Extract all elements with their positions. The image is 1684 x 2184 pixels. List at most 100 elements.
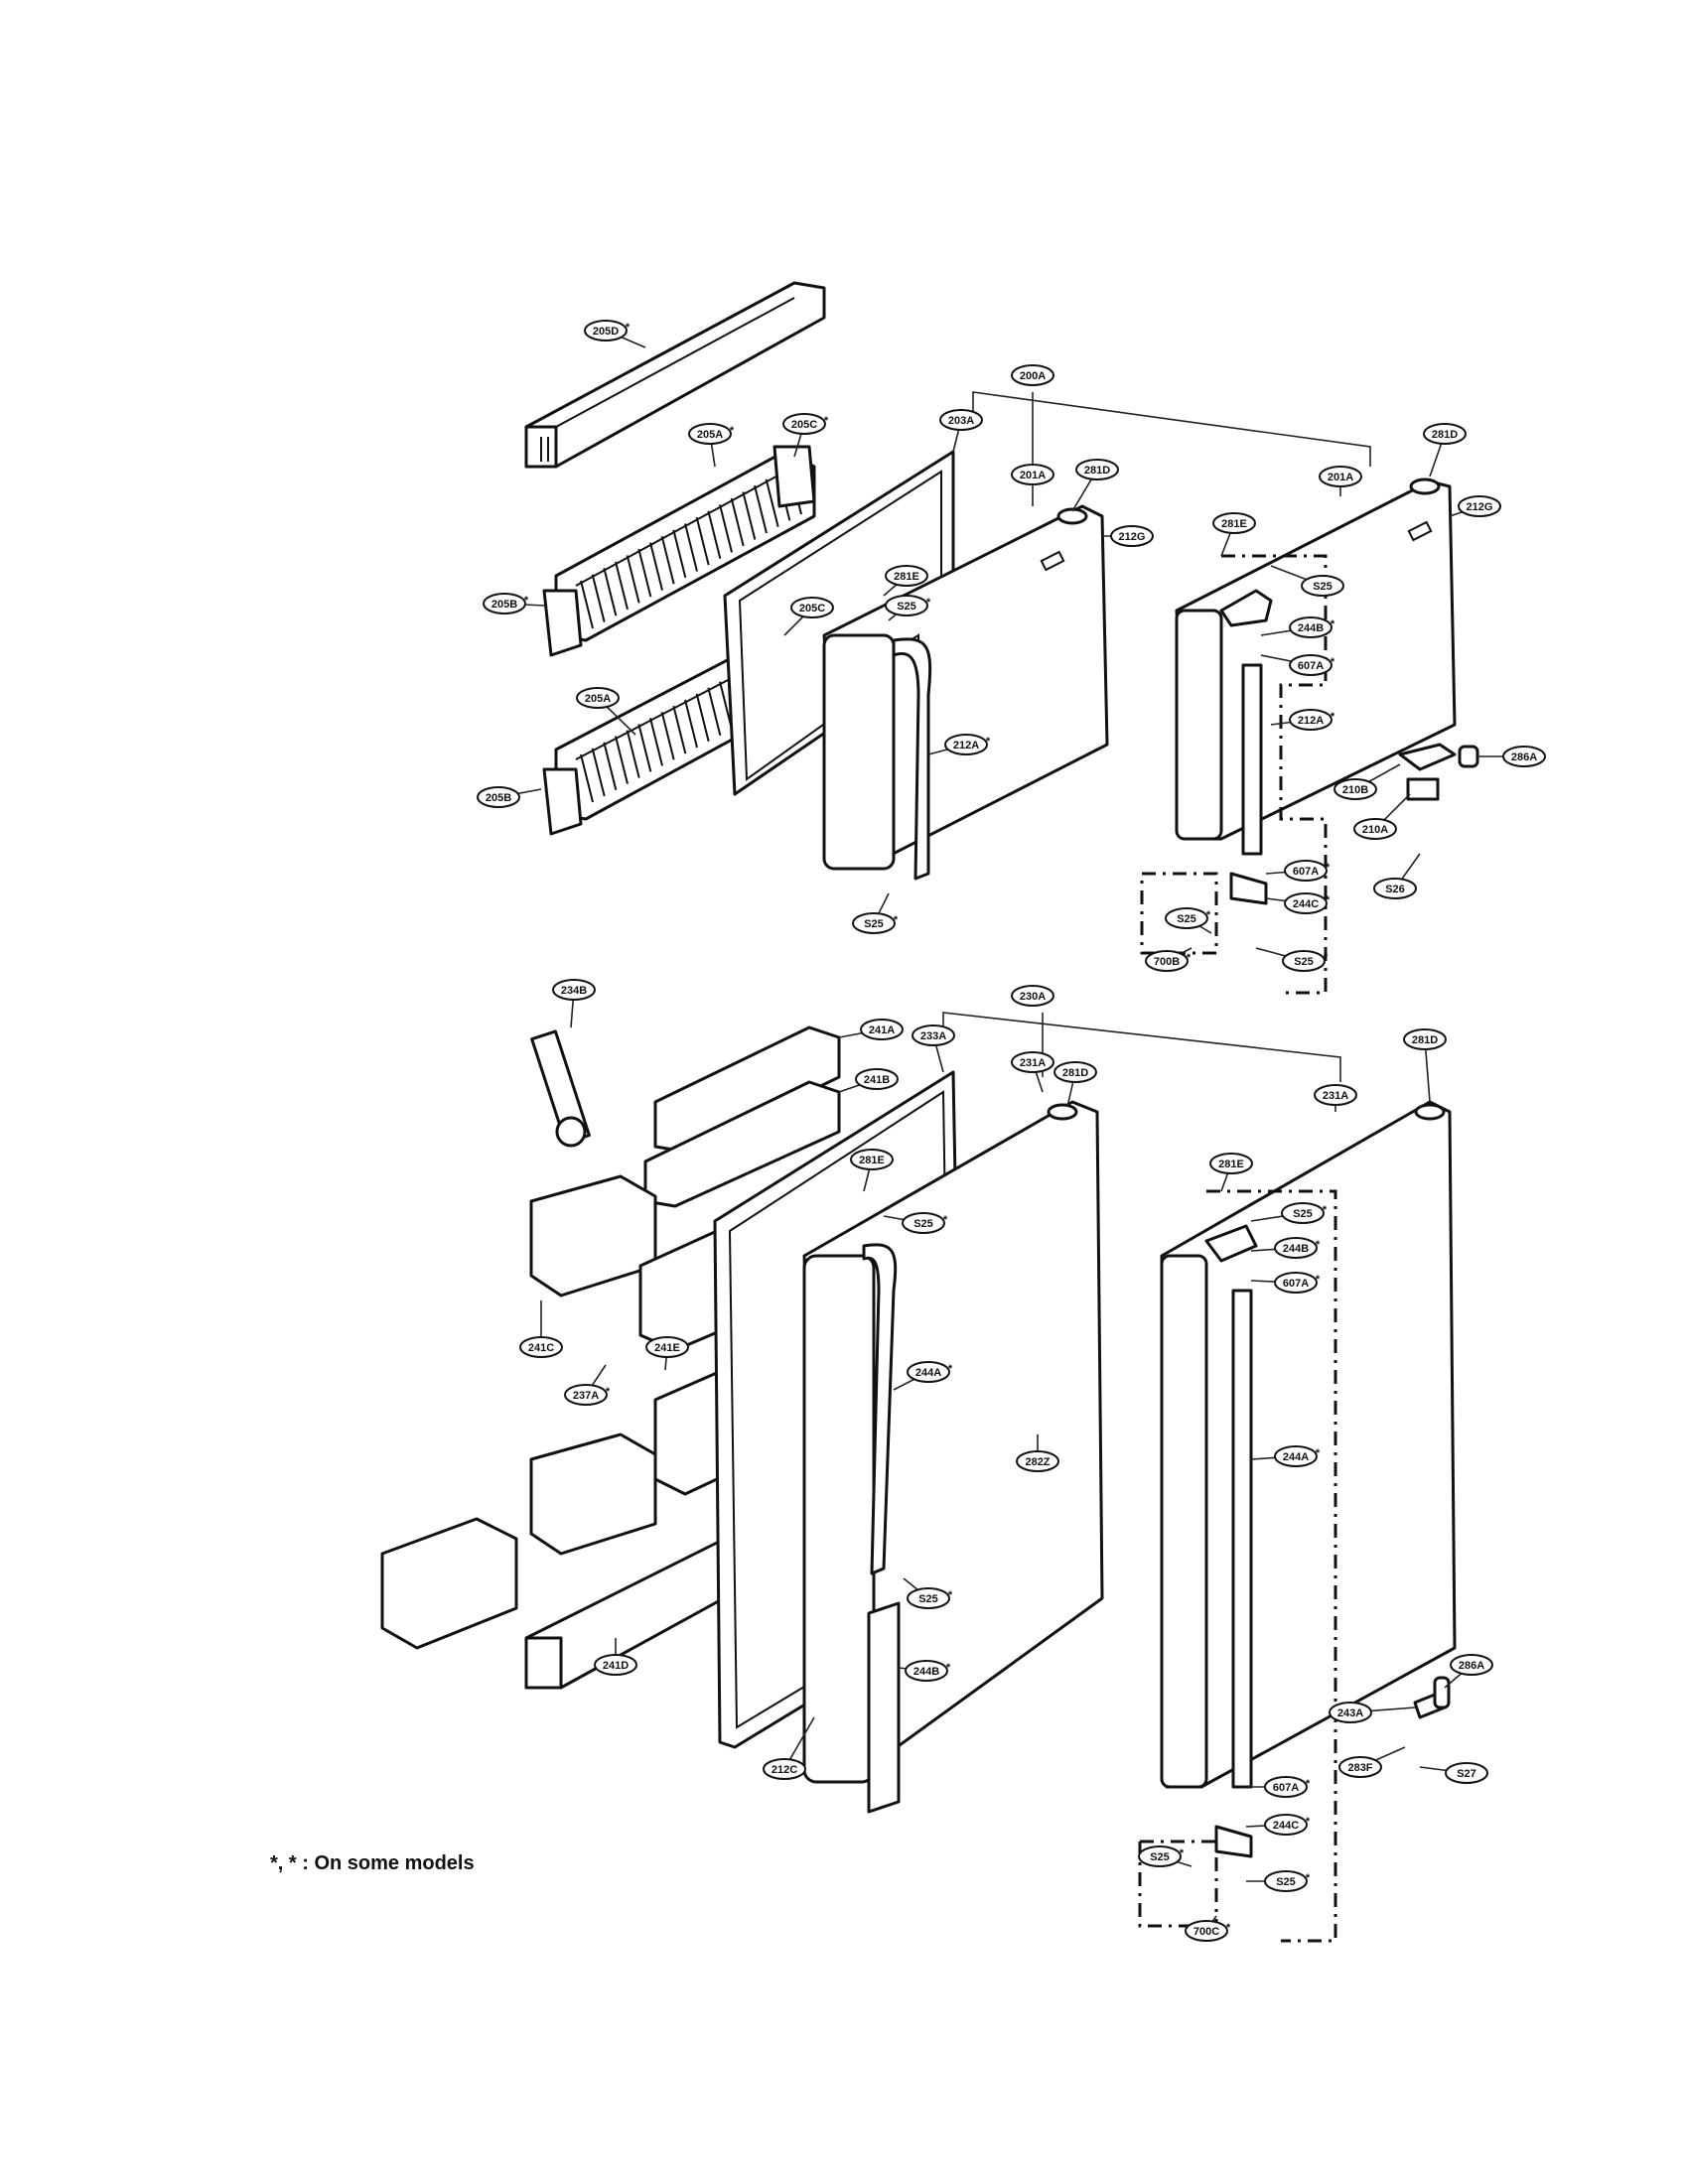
callout-212g-1: 212G xyxy=(1102,525,1154,547)
callout-700c: 700C* xyxy=(1185,1915,1231,1942)
callout-bubble xyxy=(1284,892,1328,914)
callout-text: 201A xyxy=(1328,472,1353,483)
asterisk-mark: * xyxy=(1187,952,1192,964)
asterisk-mark: * xyxy=(824,415,829,427)
callout-bubble xyxy=(852,912,896,934)
callout-281d-3: 281D xyxy=(1053,1061,1097,1108)
callout-bubble xyxy=(907,1587,950,1609)
callout-text: 244A xyxy=(915,1367,941,1379)
callout-205a-2: 205A xyxy=(576,687,636,736)
callout-bubble xyxy=(594,1654,637,1676)
callout-text: 286A xyxy=(1459,1660,1484,1672)
callout-bubble xyxy=(1314,1084,1357,1106)
dashed-group-lower-right xyxy=(1206,1189,1337,1943)
callout-text: 212A xyxy=(1298,715,1324,727)
callout-bubble xyxy=(782,413,826,435)
callout-bubble xyxy=(860,1019,904,1040)
callout-text: 241E xyxy=(654,1342,680,1354)
callout-text: 286A xyxy=(1511,751,1537,763)
callout-text: 281D xyxy=(1084,465,1110,477)
callout-bubble xyxy=(584,320,628,341)
callout-bubble xyxy=(905,1660,948,1682)
callout-text: 607A xyxy=(1283,1278,1309,1290)
callout-bubble xyxy=(1373,878,1417,899)
callout-bubble xyxy=(1403,1028,1447,1050)
callout-bubble xyxy=(688,423,732,445)
asterisk-mark: * xyxy=(1323,1204,1328,1216)
callout-s25-10: S25* xyxy=(1246,1870,1311,1892)
callout-s25-3: S25 xyxy=(1270,565,1344,597)
asterisk-mark: * xyxy=(1206,909,1211,921)
callout-text: 281E xyxy=(859,1155,885,1166)
callout-bubble xyxy=(564,1384,608,1406)
callout-241c: 241C xyxy=(519,1300,563,1358)
callout-bubble xyxy=(483,593,526,614)
callout-text: 205C xyxy=(791,419,817,431)
asterisk-mark: * xyxy=(1316,1274,1321,1286)
callout-233a: 233A xyxy=(912,1024,955,1073)
asterisk-mark: * xyxy=(1331,618,1335,630)
callout-200a: 200A xyxy=(1011,364,1054,386)
callout-text: S25 xyxy=(864,918,884,930)
callout-s25-5: S25* xyxy=(1255,947,1329,972)
callout-241a: 241A xyxy=(838,1019,904,1040)
callout-205a-1: 205A* xyxy=(688,423,735,468)
callout-244b-3: 244B* xyxy=(898,1660,951,1682)
callout-text: 201A xyxy=(1020,470,1046,481)
callout-text: S25 xyxy=(897,601,916,613)
callout-bubble xyxy=(1264,1814,1308,1836)
callout-244c-2: 244C* xyxy=(1245,1814,1311,1836)
callout-text: 244C xyxy=(1293,898,1319,910)
asterisk-mark: * xyxy=(948,1363,953,1375)
callout-bubble xyxy=(1423,423,1467,445)
callout-text: 607A xyxy=(1298,660,1324,672)
callout-text: 212G xyxy=(1467,501,1493,513)
callout-bubble xyxy=(576,687,620,709)
door-bin-241c xyxy=(380,1174,657,1650)
callout-text: 210A xyxy=(1362,824,1388,836)
callout-bubble xyxy=(1319,466,1362,487)
callout-bubble xyxy=(912,1024,955,1046)
callout-bubble xyxy=(855,1068,899,1090)
callout-bubble xyxy=(1138,1845,1182,1867)
callout-244a-1: 244A * xyxy=(893,1361,953,1391)
callout-text: 243A xyxy=(1337,1707,1363,1719)
callout-281d-1: 281D xyxy=(1071,459,1119,512)
callout-text: 241C xyxy=(528,1342,554,1354)
asterisk-mark: * xyxy=(1316,1239,1321,1251)
asterisk-mark: * xyxy=(1326,862,1331,874)
asterisk-mark: * xyxy=(946,1662,951,1674)
callout-text: 210B xyxy=(1342,784,1368,796)
asterisk-mark: * xyxy=(1326,894,1331,906)
callout-bubble xyxy=(1458,495,1501,517)
callout-text: 205C xyxy=(799,603,825,614)
callout-244b-1: 244B * xyxy=(1260,616,1335,638)
callout-607a-4: 607A* xyxy=(1246,1776,1311,1798)
callout-bubble xyxy=(1212,512,1256,534)
callout-text: S25 xyxy=(1276,1876,1296,1888)
callout-281e-4: 281E xyxy=(1209,1153,1253,1192)
callout-700b: 700B* xyxy=(1145,947,1193,972)
callout-text: 244B xyxy=(1298,622,1324,634)
callout-text: 231A xyxy=(1020,1057,1046,1069)
callout-text: 203A xyxy=(948,415,974,427)
door-bin-205d xyxy=(524,281,826,469)
callout-283f: 283F xyxy=(1338,1746,1406,1778)
asterisk-mark: * xyxy=(1226,1922,1231,1934)
callout-243a: 243A xyxy=(1329,1702,1416,1723)
callout-281e-1: 281E xyxy=(883,565,928,597)
callout-286a-2: 286A xyxy=(1444,1654,1493,1689)
callout-205c-2: 205C xyxy=(783,597,834,636)
callout-230a: 230A xyxy=(1011,985,1054,1007)
asterisk-mark: * xyxy=(1331,711,1335,723)
callout-281e-2: 281E xyxy=(1212,512,1256,557)
callout-text: 281D xyxy=(1432,429,1458,441)
asterisk-mark: * xyxy=(894,914,899,926)
callout-607a-1: 607A* xyxy=(1260,654,1335,676)
callout-text: 241D xyxy=(603,1660,629,1672)
callout-244a-2: 244A* xyxy=(1250,1445,1321,1467)
asterisk-mark: * xyxy=(1316,1447,1321,1459)
callout-bubble xyxy=(1165,907,1208,929)
callout-text: 283F xyxy=(1347,1762,1372,1774)
callout-205b-2: 205B xyxy=(477,786,542,808)
